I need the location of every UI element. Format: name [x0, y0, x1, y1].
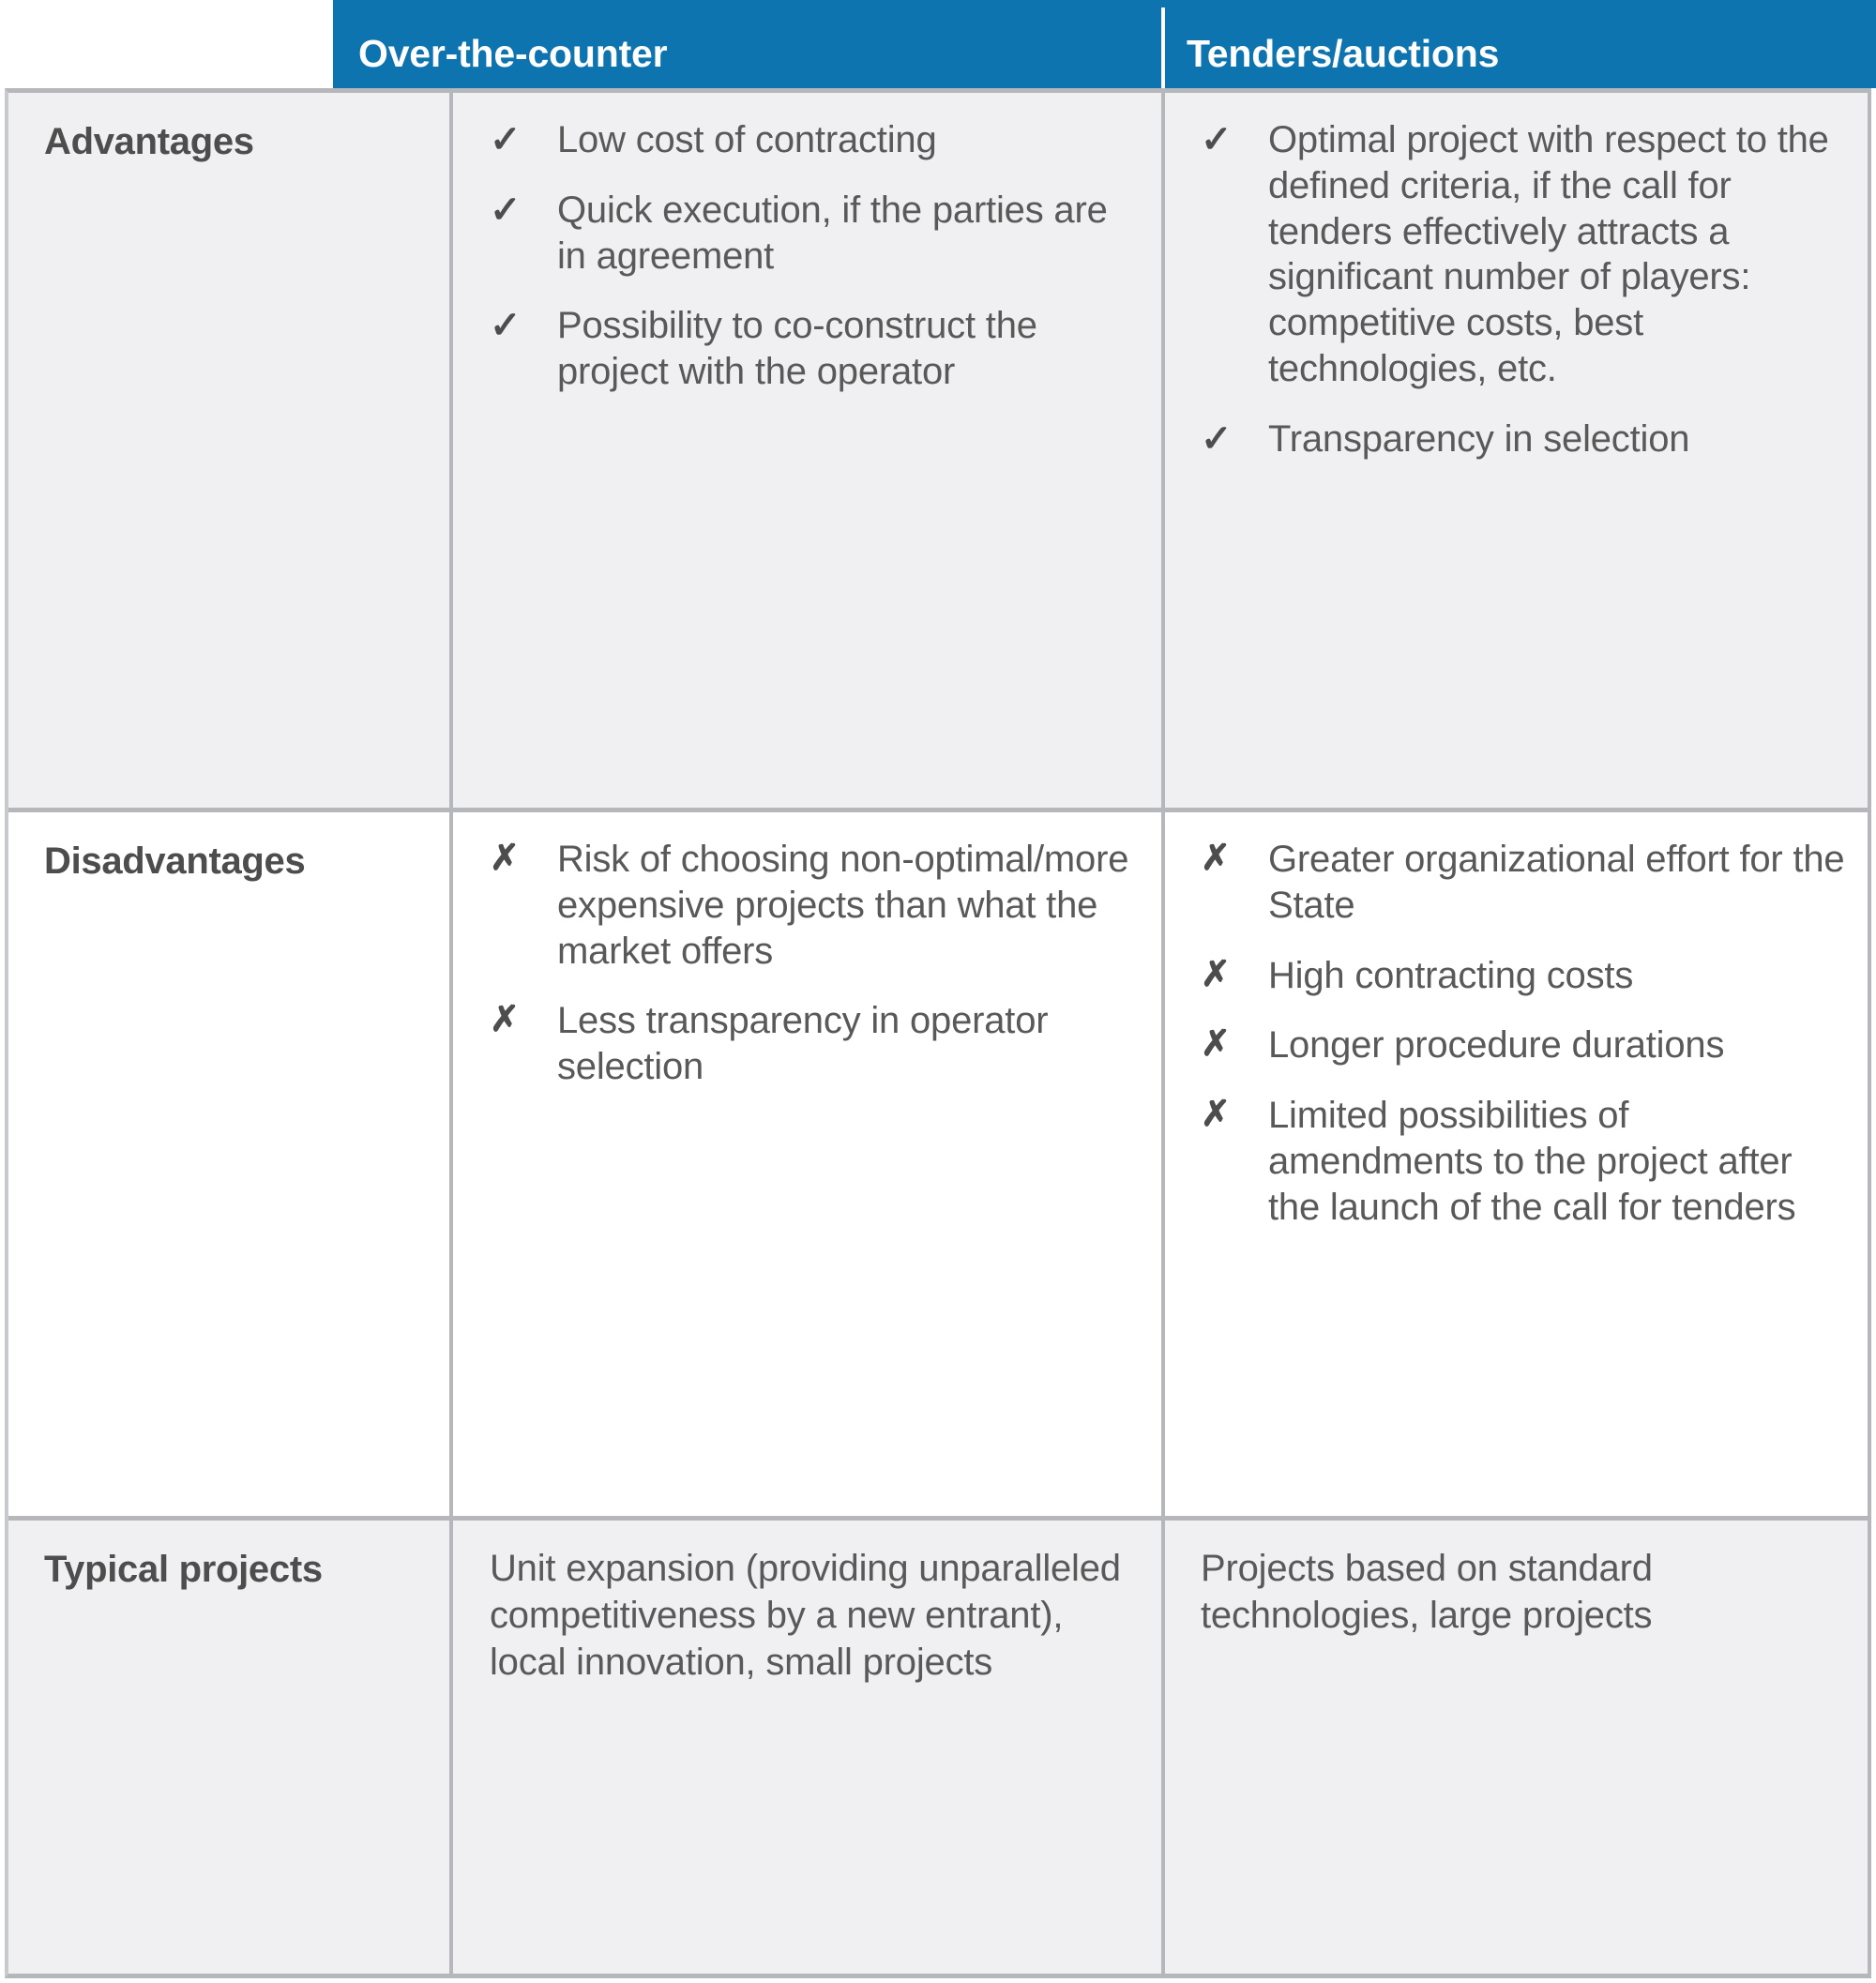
- table-row-advantages: Advantages ✓ Low cost of contracting ✓ Q…: [8, 93, 1868, 808]
- bullet-list-advantages-tenders: ✓ Optimal project with respect to the de…: [1201, 117, 1847, 462]
- list-item: ✓ Low cost of contracting: [490, 117, 1139, 163]
- list-item: ✗ Longer procedure durations: [1201, 1022, 1847, 1068]
- list-item: ✗ Less transparency in operator selectio…: [490, 998, 1139, 1090]
- cell-advantages-otc: ✓ Low cost of contracting ✓ Quick execut…: [449, 93, 1161, 808]
- row-label-cell-advantages: Advantages: [8, 93, 449, 808]
- cross-icon: ✗: [1201, 839, 1231, 878]
- list-item: ✓ Possibility to co-construct the projec…: [490, 303, 1139, 395]
- cross-icon: ✗: [1201, 1095, 1231, 1135]
- list-item-text: Optimal project with respect to the defi…: [1268, 119, 1829, 389]
- cell-disadvantages-tenders: ✗ Greater organizational effort for the …: [1161, 812, 1868, 1516]
- bullet-list-disadvantages-otc: ✗ Risk of choosing non-optimal/more expe…: [490, 837, 1139, 1090]
- cross-icon: ✗: [490, 1000, 520, 1040]
- list-item-text: Limited possibilities of amendments to t…: [1268, 1095, 1796, 1228]
- check-icon: ✓: [490, 189, 522, 231]
- cross-icon: ✗: [1201, 954, 1231, 994]
- list-item: ✗ Greater organizational effort for the …: [1201, 837, 1847, 929]
- cell-text-typical-tenders: Projects based on standard technologies,…: [1201, 1548, 1653, 1636]
- list-item-text: Risk of choosing non-optimal/more expens…: [557, 839, 1129, 972]
- bullet-list-disadvantages-tenders: ✗ Greater organizational effort for the …: [1201, 837, 1847, 1231]
- row-label-cell-disadvantages: Disadvantages: [8, 812, 449, 1516]
- list-item: ✓ Quick execution, if the parties are in…: [490, 188, 1139, 280]
- list-item-text: Quick execution, if the parties are in a…: [557, 189, 1108, 277]
- column-header-label-otc: Over-the-counter: [358, 32, 668, 75]
- table-header-row: Over-the-counter Tenders/auctions: [0, 0, 1876, 88]
- check-icon: ✓: [1201, 119, 1233, 160]
- check-icon: ✓: [1201, 417, 1233, 460]
- column-header-over-the-counter: Over-the-counter: [333, 0, 1161, 88]
- cell-typical-projects-tenders: Projects based on standard technologies,…: [1161, 1521, 1868, 1974]
- column-header-label-tenders: Tenders/auctions: [1187, 32, 1500, 75]
- table-row-disadvantages: Disadvantages ✗ Risk of choosing non-opt…: [8, 808, 1868, 1516]
- list-item: ✓ Transparency in selection: [1201, 416, 1847, 462]
- cell-advantages-tenders: ✓ Optimal project with respect to the de…: [1161, 93, 1868, 808]
- row-label-cell-typical-projects: Typical projects: [8, 1521, 449, 1974]
- check-icon: ✓: [490, 119, 522, 160]
- check-icon: ✓: [490, 305, 522, 347]
- list-item: ✗ Risk of choosing non-optimal/more expe…: [490, 837, 1139, 974]
- cross-icon: ✗: [490, 839, 520, 878]
- table-row-typical-projects: Typical projects Unit expansion (providi…: [8, 1516, 1868, 1974]
- cross-icon: ✗: [1201, 1024, 1231, 1065]
- list-item-text: Low cost of contracting: [557, 119, 937, 160]
- list-item-text: Possibility to co-construct the project …: [557, 305, 1037, 393]
- row-label-disadvantages: Disadvantages: [44, 840, 306, 882]
- list-item: ✗ Limited possibilities of amendments to…: [1201, 1093, 1847, 1230]
- row-label-advantages: Advantages: [44, 121, 254, 162]
- list-item-text: Transparency in selection: [1268, 417, 1690, 460]
- header-corner-spacer: [0, 0, 333, 88]
- list-item: ✓ Optimal project with respect to the de…: [1201, 117, 1847, 392]
- table-body: Advantages ✓ Low cost of contracting ✓ Q…: [5, 88, 1871, 1978]
- list-item-text: Less transparency in operator selection: [557, 1000, 1049, 1088]
- list-item: ✗ High contracting costs: [1201, 953, 1847, 999]
- list-item-text: High contracting costs: [1268, 954, 1634, 996]
- list-item-text: Greater organizational effort for the St…: [1268, 839, 1845, 926]
- cell-text-typical-otc: Unit expansion (providing unparalleled c…: [490, 1548, 1121, 1683]
- row-label-typical-projects: Typical projects: [44, 1549, 323, 1590]
- list-item-text: Longer procedure durations: [1268, 1024, 1725, 1067]
- cell-typical-projects-otc: Unit expansion (providing unparalleled c…: [449, 1521, 1161, 1974]
- cell-disadvantages-otc: ✗ Risk of choosing non-optimal/more expe…: [449, 812, 1161, 1516]
- bullet-list-advantages-otc: ✓ Low cost of contracting ✓ Quick execut…: [490, 117, 1139, 395]
- column-header-tenders-auctions: Tenders/auctions: [1161, 0, 1876, 88]
